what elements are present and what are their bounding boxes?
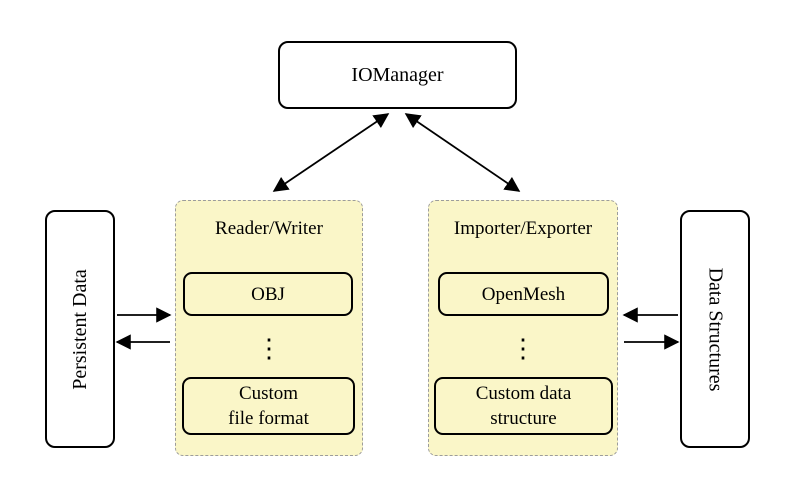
arrow-iomanager-importerexporter	[404, 113, 521, 192]
custom-data-structure-node: Custom data structure	[434, 377, 613, 435]
openmesh-label: OpenMesh	[481, 283, 566, 305]
custom-data-structure-line1: Custom data	[475, 383, 572, 404]
custom-file-format-node: Custom file format	[182, 377, 355, 435]
persistent-data-label: Persistent Data	[68, 268, 91, 390]
vertical-ellipsis-icon: ⋮	[510, 334, 536, 364]
custom-data-structure-line2: structure	[490, 408, 557, 429]
openmesh-node: OpenMesh	[438, 272, 609, 316]
obj-node: OBJ	[183, 272, 353, 316]
obj-label: OBJ	[251, 283, 285, 305]
importer-exporter-title: Importer/Exporter	[453, 218, 593, 239]
persistent-data-node: Persistent Data	[45, 210, 115, 448]
reader-writer-group: Reader/Writer OBJ ⋮ Custom file format	[175, 200, 363, 456]
custom-file-format-line2: file format	[228, 408, 309, 429]
data-structures-node: Data Structures	[680, 210, 750, 448]
vertical-ellipsis-icon: ⋮	[256, 334, 282, 364]
reader-writer-title: Reader/Writer	[215, 218, 323, 239]
importer-exporter-group: Importer/Exporter OpenMesh ⋮ Custom data…	[428, 200, 618, 456]
data-structures-label: Data Structures	[704, 267, 727, 391]
io-manager-node: IOManager	[278, 41, 517, 109]
io-manager-label: IOManager	[351, 63, 444, 86]
custom-file-format-line1: Custom	[238, 383, 299, 404]
arrow-iomanager-readerwriter	[272, 113, 390, 192]
